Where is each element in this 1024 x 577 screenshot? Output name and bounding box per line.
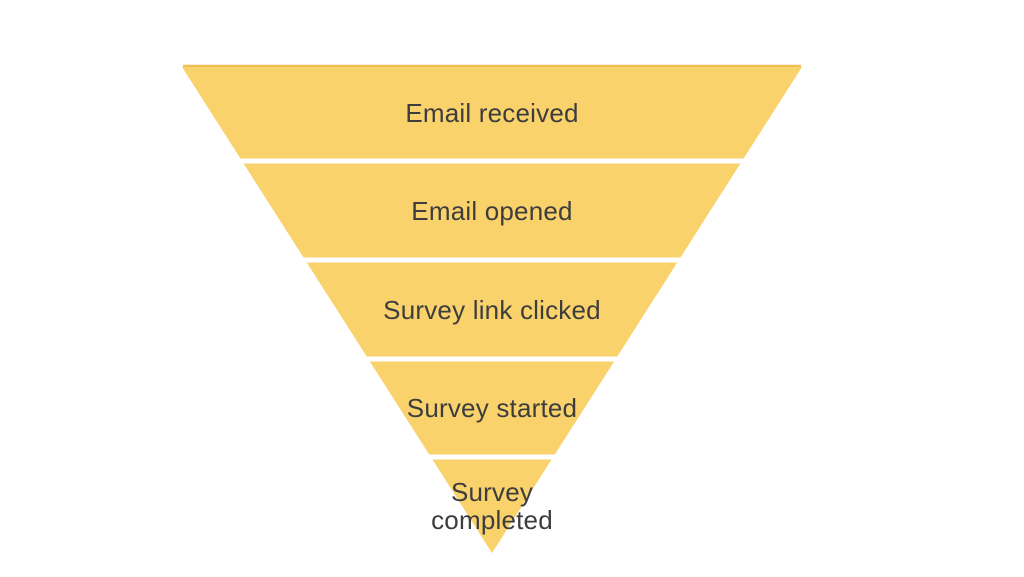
- stage-label-email-opened: Email opened: [411, 196, 573, 226]
- funnel-segment-survey-started: [369, 361, 615, 455]
- funnel-segment-survey-completed: [432, 459, 552, 553]
- stage-label-survey-started: Survey started: [406, 393, 578, 423]
- funnel-segment-survey-link-clicked: [306, 262, 678, 357]
- stage-label-survey-completed: Survey completed: [431, 477, 553, 535]
- stage-label-survey-link-clicked: Survey link clicked: [383, 295, 601, 325]
- stage-label-email-received: Email received: [405, 98, 579, 128]
- funnel-segment-email-opened: [243, 163, 741, 258]
- funnel-segment-email-received: [182, 67, 802, 159]
